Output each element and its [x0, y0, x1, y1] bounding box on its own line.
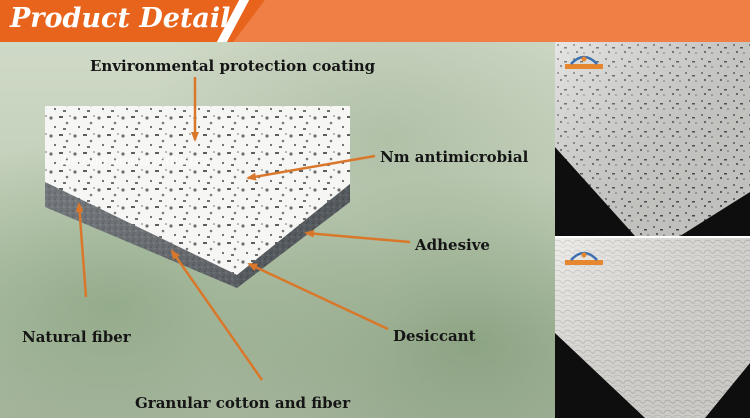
- board-right-edge: [237, 184, 350, 288]
- arrow-adhesive: [304, 229, 411, 244]
- product-structure-diagram: beihua board industry Environmental prot…: [0, 42, 555, 418]
- textured-tile-photo: [555, 236, 750, 418]
- arrow-natural-fiber: [75, 202, 88, 298]
- perforated-tile-image: [555, 42, 750, 236]
- banner-title-block: Product Detail: [0, 0, 265, 42]
- label-environmental-coating: Environmental protection coating: [90, 57, 376, 75]
- arrow-nm-antimicrobial: [246, 154, 376, 181]
- tile-lighting: [555, 238, 750, 418]
- tile-lighting: [555, 42, 750, 236]
- board-layer-illustration: [45, 77, 411, 381]
- watermark-text: beihua board industry: [62, 154, 209, 169]
- arrow-desiccant: [247, 262, 389, 331]
- label-nm-antimicrobial: Nm antimicrobial: [380, 148, 529, 166]
- header-banner: Product Detail: [0, 0, 750, 42]
- label-desiccant: Desiccant: [393, 327, 476, 345]
- textured-tile-image: [555, 238, 750, 418]
- board-left-edge-shade: [45, 182, 237, 288]
- company-logo-icon: [565, 55, 603, 69]
- label-granular-cotton: Granular cotton and fiber: [135, 394, 351, 412]
- board-right-edge-shade: [237, 184, 350, 288]
- label-adhesive: Adhesive: [415, 236, 490, 254]
- perforated-tile-photo: [555, 42, 750, 236]
- board-top-surface: [45, 106, 350, 275]
- label-natural-fiber: Natural fiber: [22, 328, 131, 346]
- arrow-granular-cotton: [170, 249, 264, 381]
- company-logo-icon: [565, 251, 603, 265]
- page-title: Product Detail: [10, 3, 231, 34]
